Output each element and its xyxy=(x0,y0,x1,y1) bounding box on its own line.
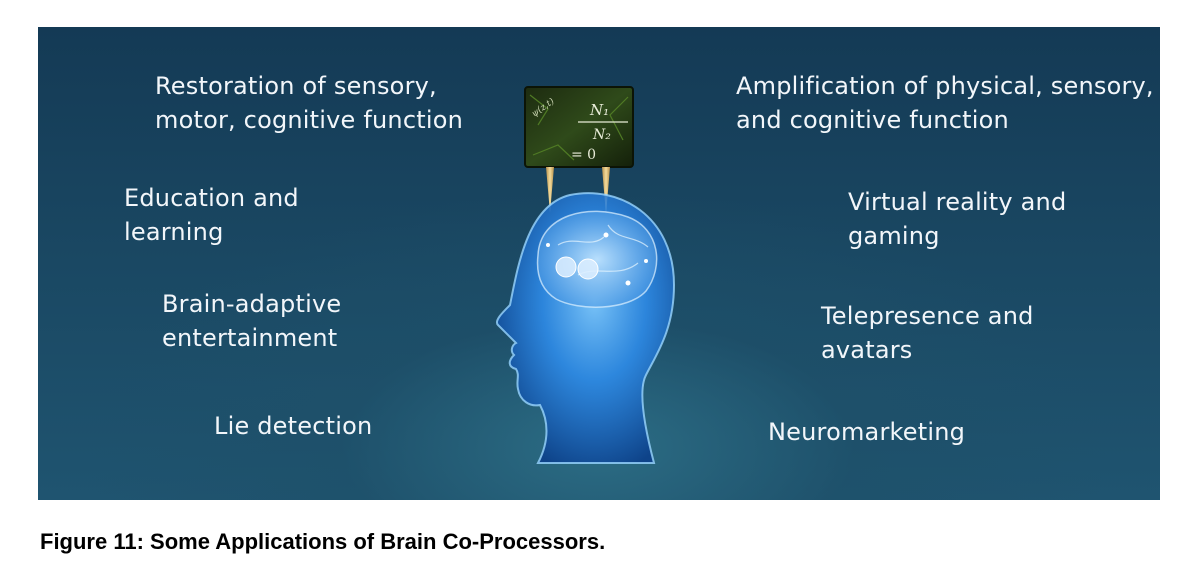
label-brain-adaptive: Brain-adaptive entertainment xyxy=(162,287,341,355)
label-virtual-reality: Virtual reality and gaming xyxy=(848,185,1066,253)
label-telepresence: Telepresence and avatars xyxy=(821,299,1034,367)
brain-head-illustration: N₁ N₂ = 0 ψ(z,t) xyxy=(478,85,698,465)
chip-equation-top: N₁ xyxy=(589,101,609,119)
synapse-left xyxy=(556,257,576,277)
label-education: Education and learning xyxy=(124,181,299,249)
coprocessor-chip: N₁ N₂ = 0 ψ(z,t) xyxy=(525,87,633,167)
label-neuromarketing: Neuromarketing xyxy=(768,415,965,449)
label-restoration: Restoration of sensory, motor, cognitive… xyxy=(155,69,463,137)
chip-equation-result: = 0 xyxy=(571,147,596,163)
synapse-right xyxy=(578,259,598,279)
figure-caption: Figure 11: Some Applications of Brain Co… xyxy=(40,529,605,555)
label-lie-detection: Lie detection xyxy=(214,409,372,443)
chip-equation-bottom: N₂ xyxy=(592,127,611,143)
figure-panel: Restoration of sensory, motor, cognitive… xyxy=(38,27,1160,500)
label-amplification: Amplification of physical, sensory, and … xyxy=(736,69,1154,137)
brain-shape xyxy=(538,211,657,307)
head-silhouette xyxy=(497,193,674,463)
